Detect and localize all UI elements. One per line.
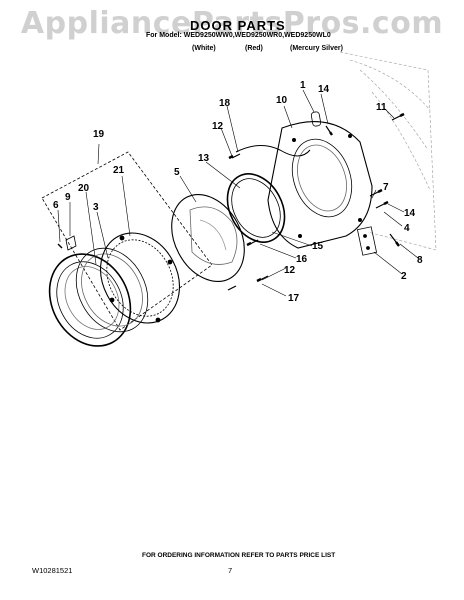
hinge-bracket xyxy=(65,235,77,251)
callout-label: 2 xyxy=(401,271,407,282)
callout-label: 8 xyxy=(417,255,423,266)
door-assembly-boundary xyxy=(41,151,213,331)
callout-label: 19 xyxy=(93,129,105,140)
screws xyxy=(227,112,405,291)
ordering-note: FOR ORDERING INFORMATION REFER TO PARTS … xyxy=(142,552,336,559)
door-gasket xyxy=(226,173,286,243)
door-strike xyxy=(356,226,378,256)
cabinet-outline xyxy=(339,51,437,251)
variant-white: (White) xyxy=(192,45,216,52)
callout-label: 21 xyxy=(113,165,125,176)
callout-label: 11 xyxy=(376,102,387,113)
door-glass xyxy=(75,247,149,333)
page-number: 7 xyxy=(228,566,233,575)
wire-harness xyxy=(235,145,311,157)
front-panel xyxy=(267,121,373,249)
callout-label: 4 xyxy=(404,223,410,234)
variant-silver: (Mercury Silver) xyxy=(290,45,343,52)
callout-label: 5 xyxy=(174,167,180,178)
callout-labels: 1 14 10 11 18 12 13 5 19 7 21 6 9 20 3 1… xyxy=(53,80,423,304)
outer-door-ring xyxy=(48,253,132,347)
callout-label: 16 xyxy=(296,254,308,265)
callout-label: 17 xyxy=(288,293,300,304)
callout-label: 10 xyxy=(276,95,288,106)
callout-label: 3 xyxy=(93,202,99,213)
callout-label: 15 xyxy=(312,241,324,252)
door-liner xyxy=(171,193,245,283)
callout-label: 20 xyxy=(78,183,90,194)
callout-label: 13 xyxy=(198,153,210,164)
inner-door-frame xyxy=(100,232,180,324)
variant-red: (Red) xyxy=(245,45,263,52)
document-id: W10281521 xyxy=(32,566,73,575)
door-switch xyxy=(310,111,322,127)
callout-label: 12 xyxy=(212,121,224,132)
callout-label: 14 xyxy=(404,208,416,219)
page-title: DOOR PARTS xyxy=(190,18,286,33)
model-line: For Model: WED9250WW0,WED9250WR0,WED9250… xyxy=(146,32,331,39)
callout-label: 1 xyxy=(300,80,306,91)
callout-label: 18 xyxy=(219,98,231,109)
callout-label: 12 xyxy=(284,265,296,276)
callout-label: 6 xyxy=(53,200,59,211)
callout-label: 9 xyxy=(65,192,71,203)
watermark: AppliancePartsPros.com xyxy=(20,6,444,41)
callout-label: 7 xyxy=(383,182,389,193)
leader-lines xyxy=(57,89,419,297)
door-screw xyxy=(57,243,63,249)
callout-label: 14 xyxy=(318,84,330,95)
